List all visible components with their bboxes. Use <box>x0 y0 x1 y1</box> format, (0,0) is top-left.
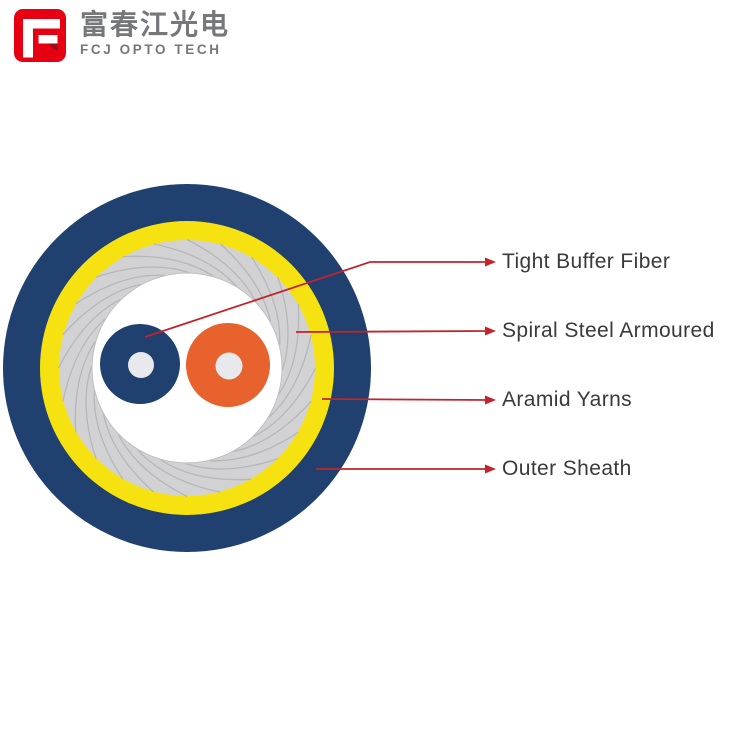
spiral-steel-armour-texture <box>57 238 317 498</box>
logo-glyph-middle-bar <box>38 35 58 44</box>
leader-line-tight-buffer-fiber <box>144 261 486 338</box>
label-outer-sheath: Outer Sheath <box>502 457 632 480</box>
arrowhead-aramid-yarns <box>485 395 496 405</box>
arrowhead-tight-buffer-fiber <box>485 257 496 267</box>
leader-line-spiral-steel-armoured <box>295 330 487 333</box>
leader-line-aramid-yarns <box>321 398 487 401</box>
label-aramid-yarns: Aramid Yarns <box>502 388 633 411</box>
logo-glyph-fold <box>47 43 58 52</box>
arrowhead-outer-sheath <box>485 464 496 474</box>
fiber-core-orange <box>215 352 243 380</box>
label-spiral-steel-armoured: Spiral Steel Armoured <box>502 319 715 342</box>
logo-company-name-en: FCJ OPTO TECH <box>80 42 222 57</box>
logo-glyph-top-stem <box>23 19 60 58</box>
logo: 富春江光电 FCJ OPTO TECH <box>13 8 230 63</box>
fcj-logo-icon <box>14 9 66 62</box>
arrowhead-spiral-steel-armoured <box>485 326 496 336</box>
label-tight-buffer-fiber: Tight Buffer Fiber <box>502 250 671 273</box>
logo-text: 富春江光电 FCJ OPTO TECH <box>80 10 230 58</box>
fiber-core-blue <box>128 352 154 378</box>
logo-company-name-zh: 富春江光电 <box>80 9 231 40</box>
